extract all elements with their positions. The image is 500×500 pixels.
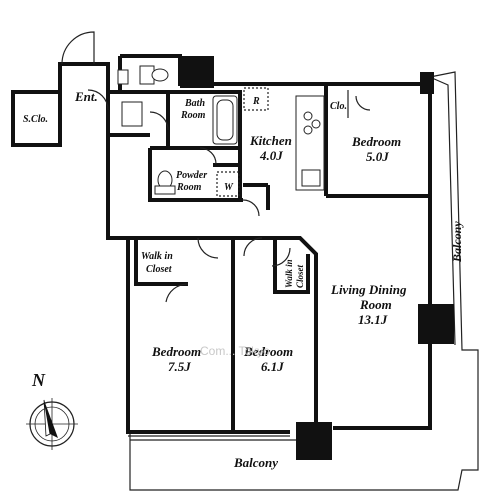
compass-icon: N — [26, 370, 78, 450]
fixtures — [117, 65, 349, 437]
label-bedroom-sw-1: Bedroom — [151, 344, 201, 359]
room-labels: Ent. S.Clo. Bath Room R Kitchen 4.0J Clo… — [23, 89, 464, 470]
label-bedroom-ne-2: 5.0J — [366, 149, 389, 164]
label-living-1: Living Dining — [330, 282, 407, 297]
label-refrigerator: R — [252, 96, 260, 107]
label-entrance: Ent. — [74, 89, 98, 104]
interior-walls — [108, 84, 430, 432]
label-balcony-south: Balcony — [233, 455, 278, 470]
label-powder-2: Room — [176, 182, 202, 193]
label-bath-1: Bath — [184, 98, 205, 109]
label-kitchen-2: 4.0J — [259, 148, 283, 163]
label-walkin-left-1: Walk in — [141, 251, 173, 262]
label-bedroom-sw-2: 7.5J — [168, 359, 191, 374]
label-kitchen-1: Kitchen — [249, 133, 292, 148]
label-shoe-closet: S.Clo. — [23, 114, 48, 125]
compass-north-label: N — [31, 370, 46, 390]
label-walkin-right-1: Walk in — [284, 259, 294, 288]
label-living-3: 13.1J — [358, 312, 388, 327]
label-living-2: Room — [359, 297, 392, 312]
door-swings — [61, 31, 371, 303]
label-closet-ne: Clo. — [330, 101, 347, 112]
label-powder-1: Powder — [176, 170, 207, 181]
label-bedroom-sc-1: Bedroom — [243, 344, 293, 359]
label-walkin-left-2: Closet — [146, 264, 173, 275]
label-walkin-right-2: Closet — [295, 264, 305, 288]
balcony-outline — [129, 71, 479, 491]
label-washer: W — [224, 182, 234, 193]
label-bedroom-sc-2: 6.1J — [261, 359, 284, 374]
label-balcony-east: Balcony — [450, 221, 464, 263]
label-bath-2: Room — [180, 110, 206, 121]
label-bedroom-ne-1: Bedroom — [351, 134, 401, 149]
columns — [180, 56, 454, 460]
watermark: Com... Tokyo — [200, 344, 270, 358]
